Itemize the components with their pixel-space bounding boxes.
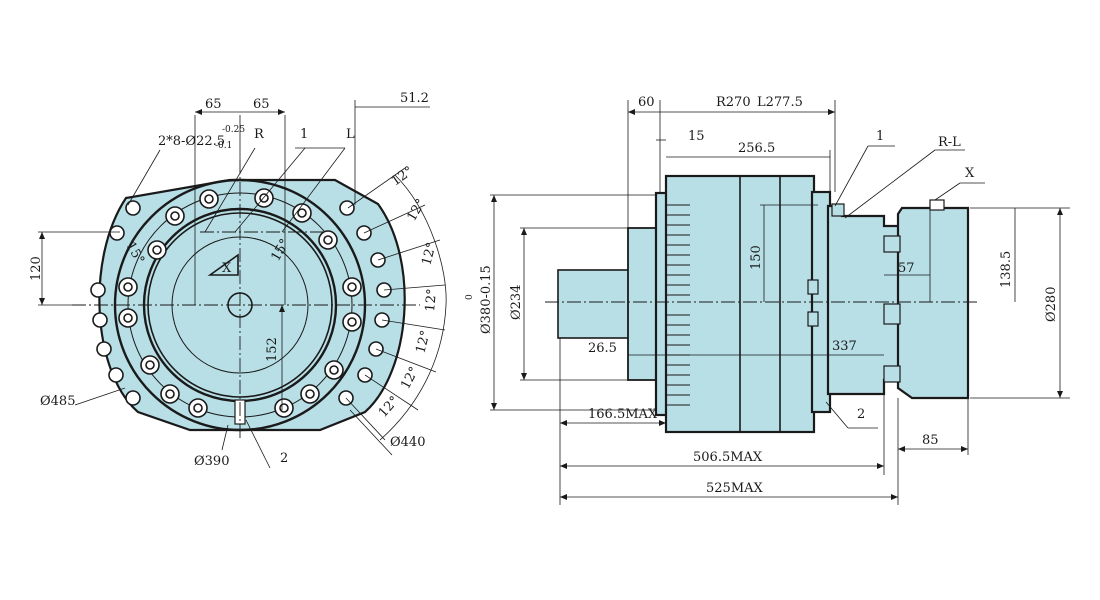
housing-ribs bbox=[666, 204, 690, 406]
dim-d280: Ø280 bbox=[1044, 287, 1059, 322]
dim-65-left: 65 bbox=[205, 97, 222, 112]
callout-x-side: X bbox=[965, 166, 975, 181]
dim-d390: Ø390 bbox=[194, 454, 229, 469]
dim-506-5: 506.5MAX bbox=[693, 450, 763, 465]
port-rl bbox=[831, 203, 845, 217]
bolt-spec: 2*8-Ø22.5 bbox=[158, 134, 225, 149]
end-cover bbox=[896, 206, 970, 400]
pilot bbox=[627, 227, 659, 381]
bolt-hole bbox=[318, 230, 338, 250]
angle-12: 12° bbox=[413, 329, 433, 355]
dim-d440: Ø440 bbox=[390, 435, 425, 450]
dim-150: 150 bbox=[749, 245, 764, 270]
dim-d234: Ø234 bbox=[509, 285, 524, 320]
dim-65-right: 65 bbox=[253, 97, 270, 112]
mount-hole bbox=[108, 367, 124, 383]
angle-12: 12° bbox=[398, 364, 422, 391]
front-bolt-holes bbox=[90, 188, 392, 418]
front-view: 65 65 51.2 2*8-Ø22.5 -0.25 -0.1 R 1 L X … bbox=[29, 91, 447, 469]
bolt-hole bbox=[140, 355, 160, 375]
bolt-hole bbox=[324, 360, 344, 380]
dim-60: 60 bbox=[638, 95, 655, 110]
angle-12: 12° bbox=[376, 394, 403, 421]
dim-r270: R270 bbox=[716, 95, 751, 110]
bolt-hole bbox=[118, 277, 138, 297]
mount-hole bbox=[125, 390, 141, 406]
bolt-hole bbox=[274, 398, 294, 418]
angle-12: 12° bbox=[389, 164, 416, 190]
front-dimensions bbox=[38, 100, 447, 469]
mount-hole bbox=[125, 200, 141, 216]
callout-x-front: X bbox=[222, 261, 232, 276]
dim-57: 57 bbox=[898, 261, 915, 276]
dim-120: 120 bbox=[29, 256, 44, 281]
side-view: 60 R270 L277.5 15 256.5 1 R-L X 2 150 57… bbox=[465, 95, 1070, 505]
dim-152: 152 bbox=[265, 337, 280, 362]
bolt-hole bbox=[300, 384, 320, 404]
bolt-hole bbox=[188, 398, 208, 418]
dim-d485: Ø485 bbox=[40, 394, 75, 409]
bolt-hole bbox=[199, 189, 219, 209]
dim-l277-5: L277.5 bbox=[757, 95, 803, 110]
dim-d380: Ø380-0.15 bbox=[479, 265, 494, 334]
dim-256-5: 256.5 bbox=[738, 141, 775, 156]
dim-337: 337 bbox=[832, 339, 857, 354]
dim-525: 525MAX bbox=[706, 481, 764, 496]
dim-85: 85 bbox=[922, 433, 939, 448]
tol-lower: -0.1 bbox=[215, 141, 232, 151]
bolt-hole bbox=[342, 277, 362, 297]
port-x bbox=[929, 199, 945, 211]
dim-26-5: 26.5 bbox=[588, 341, 617, 356]
mount-hole bbox=[90, 282, 106, 298]
callout-rl: R-L bbox=[938, 135, 961, 150]
bolt-hole bbox=[165, 206, 185, 226]
callout-l: L bbox=[346, 127, 355, 142]
angle-12: 12° bbox=[404, 197, 429, 224]
bolt-hole bbox=[147, 240, 167, 260]
mount-hole bbox=[339, 200, 355, 216]
bolt-hole bbox=[118, 308, 138, 328]
angle-12: 12° bbox=[423, 288, 440, 312]
dim-51-2: 51.2 bbox=[400, 91, 429, 106]
bolt-hole bbox=[160, 384, 180, 404]
tol-upper: -0.25 bbox=[222, 125, 245, 135]
mount-hole bbox=[96, 341, 112, 357]
callout-2-side: 2 bbox=[857, 407, 865, 422]
output-shaft bbox=[557, 269, 631, 339]
dim-138-5: 138.5 bbox=[999, 251, 1014, 288]
callout-2-front: 2 bbox=[280, 451, 288, 466]
mount-hole bbox=[92, 312, 108, 328]
side-dimensions bbox=[490, 100, 1070, 505]
angle-12: 12° bbox=[419, 241, 439, 267]
callout-r: R bbox=[254, 127, 265, 142]
bolt-hole bbox=[292, 203, 312, 223]
dim-15: 15 bbox=[688, 129, 705, 144]
callout-1-front: 1 bbox=[300, 127, 308, 142]
bolt-hole bbox=[342, 312, 362, 332]
callout-1-side: 1 bbox=[876, 129, 884, 144]
dim-d380-tol: 0 bbox=[465, 294, 475, 300]
dim-166-5: 166.5MAX bbox=[588, 407, 658, 422]
mount-hole bbox=[109, 225, 125, 241]
